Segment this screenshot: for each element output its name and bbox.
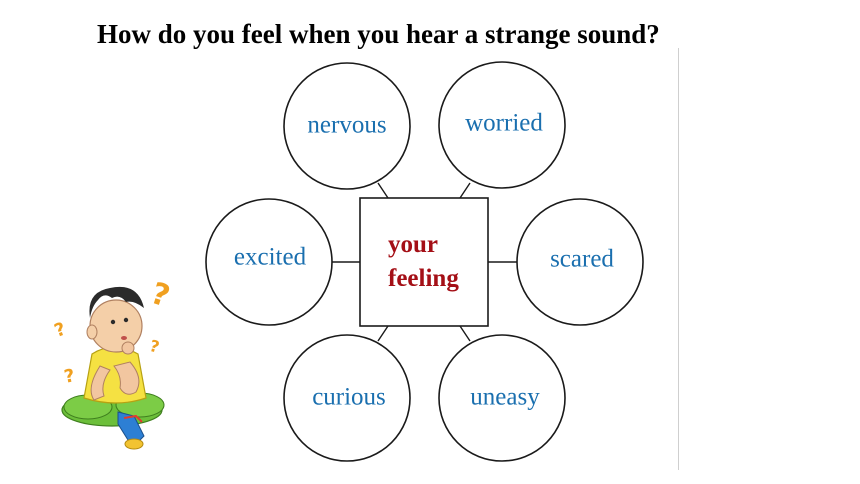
center-label-line2: feeling bbox=[388, 265, 459, 292]
bubble-nervous: nervous bbox=[283, 62, 411, 190]
slide-divider bbox=[678, 48, 679, 470]
center-box bbox=[359, 197, 489, 327]
connector-curious bbox=[377, 325, 389, 342]
question-title: How do you feel when you hear a strange … bbox=[97, 19, 660, 49]
thinking-boy-illustration: ? ? ? ? bbox=[52, 276, 174, 450]
bubble-scared: scared bbox=[516, 198, 644, 326]
feeling-worried: worried bbox=[465, 110, 543, 137]
feeling-nervous: nervous bbox=[307, 112, 386, 139]
feeling-excited: excited bbox=[234, 244, 307, 271]
question-mark-icon: ? bbox=[146, 276, 173, 315]
question-mark-icon: ? bbox=[52, 318, 69, 341]
connector-uneasy bbox=[459, 325, 471, 342]
feeling-uneasy: uneasy bbox=[470, 384, 540, 411]
bubble-excited: excited bbox=[205, 198, 333, 326]
bubble-worried: worried bbox=[438, 61, 566, 189]
bubble-curious: curious bbox=[283, 334, 411, 462]
feeling-scared: scared bbox=[550, 246, 614, 273]
center-label-line1: your bbox=[388, 231, 438, 258]
question-mark-icon: ? bbox=[63, 365, 77, 387]
connector-nervous bbox=[377, 182, 389, 199]
connector-worried bbox=[459, 182, 471, 199]
feeling-curious: curious bbox=[312, 384, 386, 411]
question-mark-icon: ? bbox=[148, 336, 162, 357]
bubble-uneasy: uneasy bbox=[438, 334, 566, 462]
